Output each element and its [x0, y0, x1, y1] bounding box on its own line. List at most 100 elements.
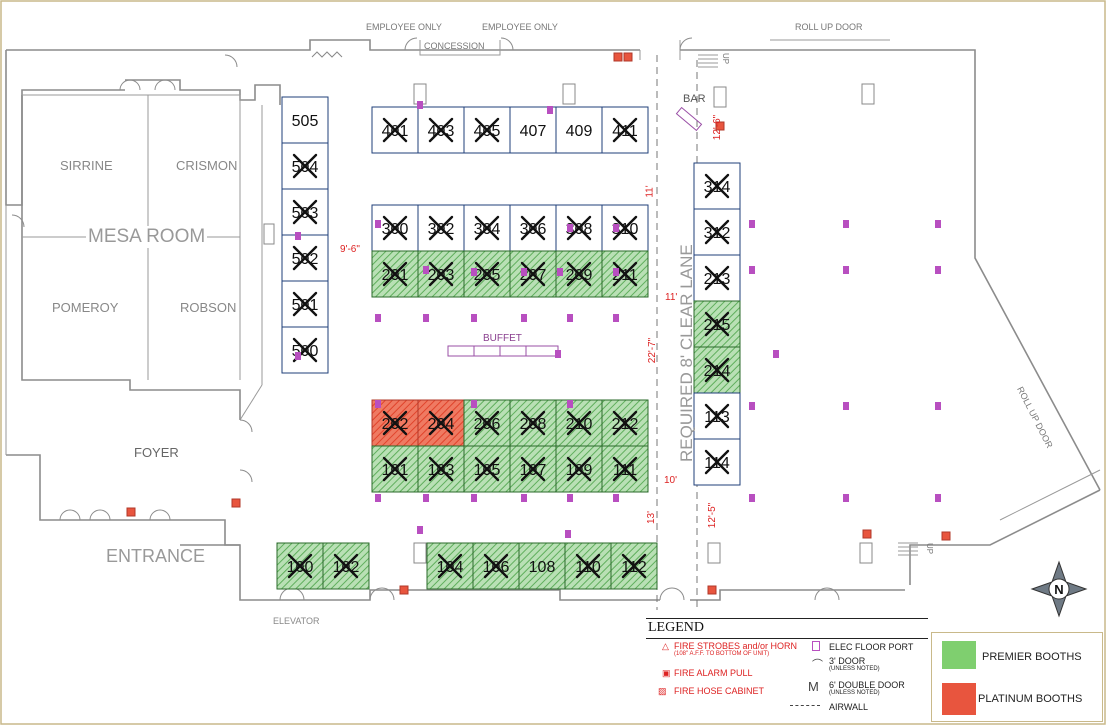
sold-x-mark [474, 215, 500, 241]
booth-shape[interactable] [693, 392, 741, 440]
booth-210[interactable]: 210 [555, 399, 603, 447]
sold-x-mark [566, 215, 592, 241]
sold-x-mark [704, 403, 730, 429]
room-foyer: FOYER [134, 445, 179, 460]
booth-shape[interactable] [555, 106, 603, 154]
elec-floor-port-icon [375, 220, 381, 228]
booth-504[interactable]: 504 [281, 142, 329, 190]
booth-302[interactable]: 302 [417, 204, 465, 252]
elec-floor-port-icon [935, 220, 941, 228]
premier-label: PREMIER BOOTHS [982, 651, 1082, 663]
booth-number: 108 [529, 559, 556, 576]
sold-x-mark [566, 456, 592, 482]
elec-floor-port-icon [613, 314, 619, 322]
legend-strobes: FIRE STROBES and/or HORN [674, 641, 798, 651]
dim-12-5: 12'-5" [707, 502, 719, 529]
elec-floor-port-icon [749, 494, 755, 502]
booth-208[interactable]: 208 [509, 399, 557, 447]
dim-9-6: 9'-6" [340, 244, 360, 255]
elevator-label: ELEVATOR [273, 616, 320, 626]
legend-strobe-icon: △ [662, 641, 669, 651]
booth-114[interactable]: 114 [693, 438, 741, 486]
legend-door3: 3' DOOR [829, 656, 866, 666]
booth-shape[interactable] [281, 96, 329, 144]
booth-214[interactable]: 214 [693, 346, 741, 394]
legend-door3-icon: ⌒ [812, 659, 823, 671]
sold-x-mark [428, 410, 454, 436]
elec-floor-port-icon [567, 224, 573, 232]
booth-104[interactable]: 104 [426, 542, 474, 590]
booth-503[interactable]: 503 [281, 188, 329, 236]
elec-floor-port-icon [375, 400, 381, 408]
booth-101[interactable]: 101 [371, 445, 419, 493]
booth-112[interactable]: 112 [610, 542, 658, 590]
booth-501[interactable]: 501 [281, 280, 329, 328]
booth-312[interactable]: 312 [693, 208, 741, 256]
elec-floor-port-icon [557, 268, 563, 276]
employee-only-label-1: EMPLOYEE ONLY [366, 22, 442, 32]
elec-floor-port-icon [375, 494, 381, 502]
sold-x-mark [428, 215, 454, 241]
booth-502[interactable]: 502 [281, 234, 329, 282]
elec-floor-port-icon [471, 314, 477, 322]
booth-505[interactable]: 505 [281, 96, 329, 144]
sold-x-mark [428, 456, 454, 482]
legend-strobes-note: (108" A.F.F. TO BOTTOM OF UNIT) [674, 651, 770, 657]
booth-209[interactable]: 209 [555, 250, 603, 298]
fire-alarm-pull-icon [707, 585, 717, 595]
elec-floor-port-icon [843, 494, 849, 502]
booth-314[interactable]: 314 [693, 162, 741, 210]
booth-shape[interactable] [371, 106, 419, 154]
booth-411[interactable]: 411 [601, 106, 649, 154]
sold-x-mark [520, 456, 546, 482]
booth-204[interactable]: 204 [417, 399, 465, 447]
sold-x-mark [612, 261, 638, 287]
elec-floor-port-icon [613, 494, 619, 502]
booth-500[interactable]: 500 [281, 326, 329, 374]
elec-floor-port-icon [613, 224, 619, 232]
booth-106[interactable]: 106 [472, 542, 520, 590]
sold-x-mark [474, 410, 500, 436]
booth-201[interactable]: 201 [371, 250, 419, 298]
booth-103[interactable]: 103 [417, 445, 465, 493]
booth-102[interactable]: 102 [322, 542, 370, 590]
booth-111[interactable]: 111 [601, 445, 649, 493]
sold-x-mark [382, 456, 408, 482]
sold-x-mark [566, 410, 592, 436]
elec-floor-port-icon [567, 314, 573, 322]
booth-shape[interactable] [281, 326, 329, 374]
booth-409[interactable]: 409 [555, 106, 603, 154]
booth-108[interactable]: 108 [518, 542, 566, 590]
booth-212[interactable]: 212 [601, 399, 649, 447]
dim-12-6: 12'-6" [712, 114, 724, 141]
bar-counter [675, 106, 703, 132]
booth-213[interactable]: 213 [693, 254, 741, 302]
booth-401[interactable]: 401 [371, 106, 419, 154]
sold-x-mark [704, 449, 730, 475]
booth-304[interactable]: 304 [463, 204, 511, 252]
elec-floor-port-icon [521, 494, 527, 502]
sold-x-mark [474, 456, 500, 482]
fire-alarm-pull-icon [126, 507, 136, 517]
elec-floor-port-icon [295, 352, 301, 360]
booth-109[interactable]: 109 [555, 445, 603, 493]
booth-215[interactable]: 215 [693, 300, 741, 348]
fire-alarm-pull-icon [613, 52, 623, 62]
sold-x-mark [704, 219, 730, 245]
elec-floor-port-icon [423, 494, 429, 502]
legend-airwall: AIRWALL [829, 702, 869, 712]
booth-405[interactable]: 405 [463, 106, 511, 154]
sold-x-mark [292, 199, 318, 225]
booth-107[interactable]: 107 [509, 445, 557, 493]
sold-x-mark [704, 265, 730, 291]
elec-floor-port-icon [749, 220, 755, 228]
legend-alarm-icon: ▣ [662, 668, 671, 678]
booth-113[interactable]: 113 [693, 392, 741, 440]
booth-403[interactable]: 403 [417, 106, 465, 154]
booth-shape[interactable] [509, 445, 557, 493]
sold-x-mark [474, 261, 500, 287]
booth-105[interactable]: 105 [463, 445, 511, 493]
elec-floor-port-icon [935, 494, 941, 502]
